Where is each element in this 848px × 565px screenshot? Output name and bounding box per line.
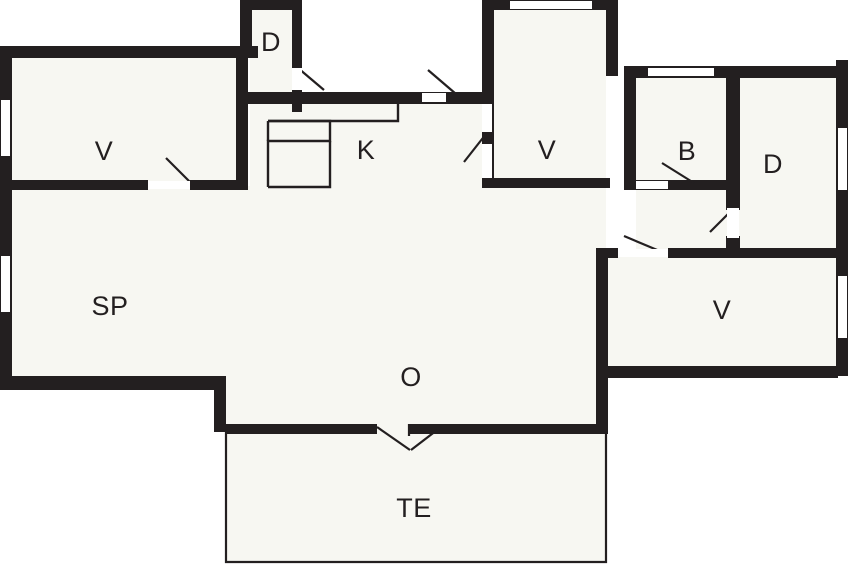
door-swings [148,67,739,451]
window-right-d-room [838,128,847,190]
room-label-sp: SP [91,291,128,321]
room-labels: D V K V B D V SP O TE [91,27,783,523]
room-label-te: TE [396,493,432,523]
door-d-top [297,67,325,91]
windows [1,1,847,338]
room-label-b: B [678,136,697,166]
window-top-v-room [510,1,592,9]
floor-fills [10,8,838,562]
room-label-v-left: V [95,136,114,166]
window-right-v-room [838,276,847,338]
room-label-d-right: D [763,149,783,179]
door-terrace-left [376,426,411,451]
door-kitchen-top [427,69,457,95]
room-label-k: K [357,135,376,165]
kitchen-counter [266,104,400,189]
room-label-o: O [400,362,422,392]
terrace-walls [224,432,608,564]
window-top-b-room [648,68,714,76]
door-v-left [165,157,191,183]
room-label-v-right: V [713,295,732,325]
window-left-upper [1,100,10,156]
room-label-d-top: D [261,27,281,57]
door-v-top [463,133,487,163]
door-terrace-right [410,426,442,451]
window-left-lower [1,256,10,312]
room-label-v-top: V [538,135,557,165]
door-bathroom [661,162,695,184]
